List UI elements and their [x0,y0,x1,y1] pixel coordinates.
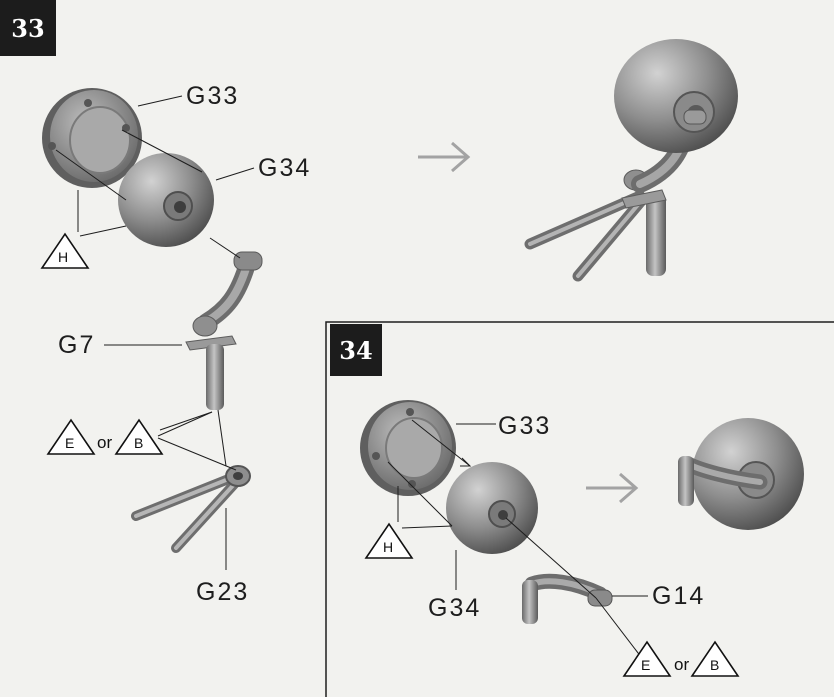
step-33-result-arrow [418,141,471,173]
step-34-leader-lines [387,419,649,667]
svg-text:E: E [65,435,74,451]
wheel-half-g34 [118,153,214,247]
svg-text:or: or [674,655,689,674]
svg-text:B: B [710,657,719,673]
part-label-g34-step34: G34 [428,594,482,622]
part-label-g23: G23 [196,578,250,606]
paint-e-or-b-33: E or B [46,418,164,455]
part-label-g33-step34: G33 [498,412,552,440]
step-33-number: 33 [0,0,56,56]
brace-g23 [131,465,251,553]
svg-text:H: H [58,249,68,265]
glue-h-triangle-33: H [40,232,90,269]
svg-text:H: H [383,539,393,555]
step-34-assembled-wheel [678,418,804,530]
part-label-g34: G34 [258,154,312,182]
svg-text:E: E [641,657,650,673]
svg-text:B: B [134,435,143,451]
strut-g7 [185,251,263,410]
axle-g14 [522,573,613,624]
step-34-panel [325,321,834,697]
part-label-g33: G33 [186,82,240,110]
step-33-assembled-gear [524,39,738,282]
step-33-leader-lines [55,95,255,570]
paint-e-or-b-34: E or B [622,640,740,677]
step-34-number: 34 [330,324,382,376]
svg-text:or: or [97,433,112,452]
step-33-exploded-parts [42,88,263,553]
part-label-g14: G14 [652,582,706,610]
wheel-half-g33 [42,88,142,188]
step-34-exploded-parts [360,400,613,624]
step-34-result-arrow [586,472,639,504]
part-label-g7: G7 [58,331,96,359]
glue-h-triangle-34: H [364,522,414,559]
wheel-half-g34-step34 [446,462,538,554]
